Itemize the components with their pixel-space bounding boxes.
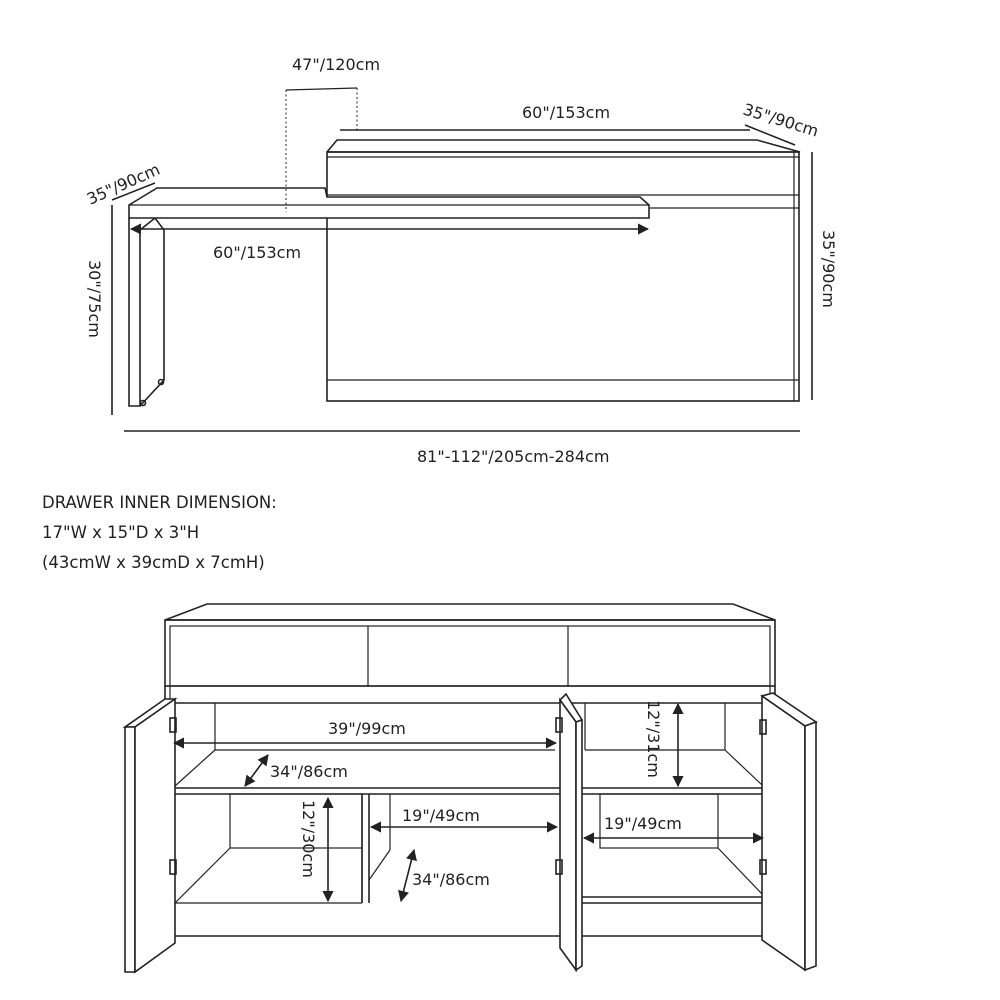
top-dimension-lines — [111, 124, 813, 432]
upper-depth-label: 34"/86cm — [270, 762, 348, 781]
bottom-dimension-lines — [172, 702, 765, 903]
open-cabinet-drawing — [122, 603, 818, 974]
desk-width-label: 60"/153cm — [213, 243, 301, 262]
middle-lower-depth-label: 34"/86cm — [412, 870, 490, 889]
drawer-spec-heading: DRAWER INNER DIMENSION: — [42, 493, 277, 512]
cabinet-height-label: 35"/90cm — [819, 230, 838, 308]
right-upper-height-label: 12"/31cm — [644, 700, 663, 778]
desk-cabinet-drawing — [128, 87, 801, 407]
drawer-spec-imperial: 17"W x 15"D x 3"H — [42, 523, 200, 542]
left-lower-height-label: 12"/30cm — [299, 800, 318, 878]
middle-lower-width-label: 19"/49cm — [402, 806, 480, 825]
extension-width-label: 47"/120cm — [292, 55, 380, 74]
total-length-label: 81"-112"/205cm-284cm — [417, 447, 609, 466]
drawer-spec-metric: (43cmW x 39cmD x 7cmH) — [42, 553, 265, 572]
right-lower-width-label: 19"/49cm — [604, 814, 682, 833]
desk-height-label: 30"/75cm — [85, 260, 104, 338]
cabinet-depth-label: 35"/90cm — [741, 100, 821, 141]
upper-width-label: 39"/99cm — [328, 719, 406, 738]
cabinet-width-label: 60"/153cm — [522, 103, 610, 122]
